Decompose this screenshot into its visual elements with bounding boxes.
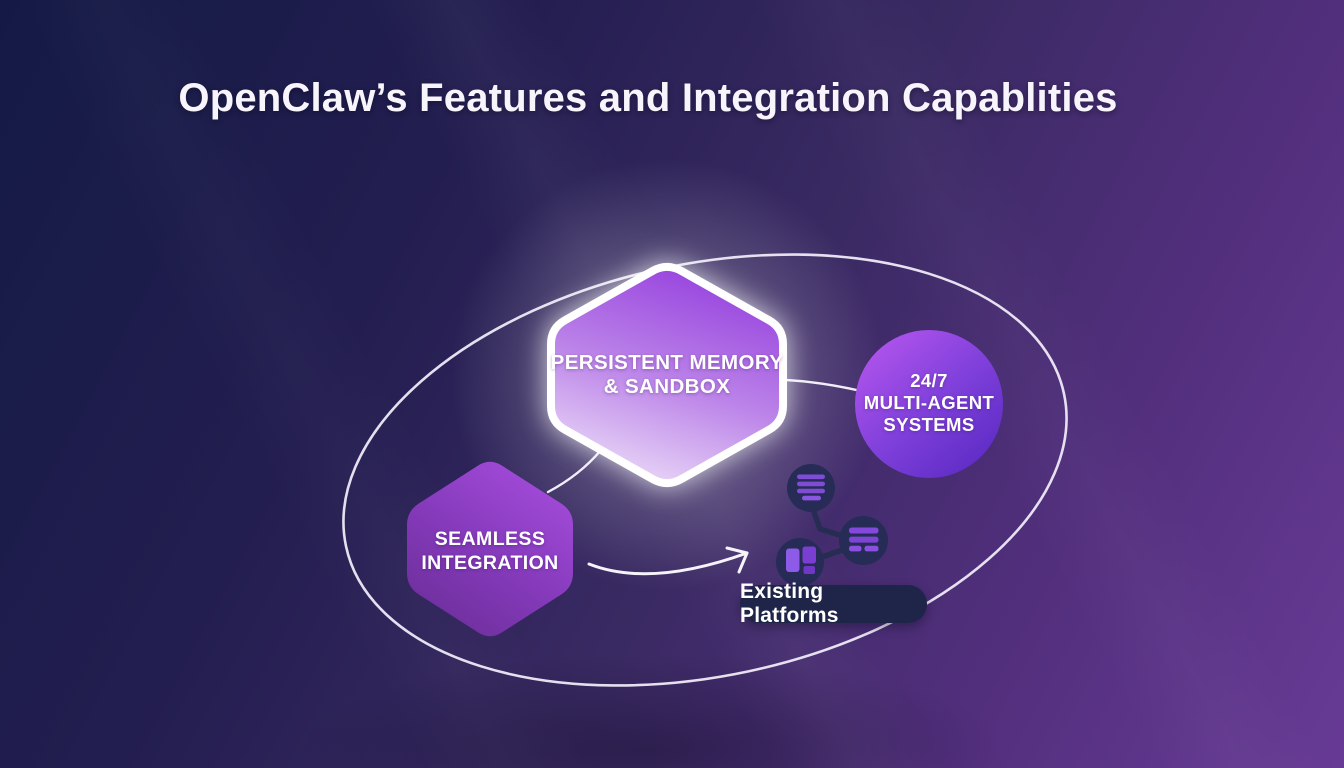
arrow-shaft (587, 551, 749, 576)
cluster-node-left (776, 538, 824, 586)
label-agents-line3: SYSTEMS (883, 414, 975, 435)
arrow-head-icon (725, 546, 749, 574)
cluster-node-top (787, 464, 835, 512)
label-agents-line2: MULTI-AGENT (863, 392, 995, 413)
label-agents-line1: 24/7 (910, 370, 948, 391)
hexagon-persistent-memory-group (547, 262, 787, 488)
page-title: OpenClaw’s Features and Integration Capa… (178, 76, 1118, 120)
existing-platforms-badge: Existing Platforms (740, 580, 927, 627)
label-persistent-line1: PERSISTENT MEMORY (550, 351, 784, 374)
table-rows-icon (849, 527, 879, 552)
existing-platforms-label: Existing Platforms (740, 580, 839, 627)
curved-arrow (587, 546, 749, 576)
circle-multi-agent (855, 330, 1003, 478)
connector-hex-to-hex (546, 448, 603, 494)
label-persistent-memory: PERSISTENT MEMORY & SANDBOX (527, 351, 807, 399)
label-integration-line1: SEAMLESS (434, 528, 546, 550)
list-lines-icon (797, 474, 825, 501)
cluster-connector-top (810, 506, 846, 539)
layout-blocks-icon (786, 546, 816, 574)
floor-shadow (240, 640, 1060, 768)
platform-cluster (776, 464, 888, 586)
hexagon-seamless-integration (407, 461, 573, 637)
label-seamless-integration: SEAMLESS INTEGRATION (380, 527, 600, 575)
label-integration-line2: INTEGRATION (421, 552, 559, 574)
label-persistent-line2: & SANDBOX (603, 375, 731, 398)
connector-hex-to-circle (784, 378, 863, 393)
hexagon-persistent-memory (547, 262, 787, 488)
label-multi-agent: 24/7 MULTI-AGENT SYSTEMS (829, 370, 1029, 436)
